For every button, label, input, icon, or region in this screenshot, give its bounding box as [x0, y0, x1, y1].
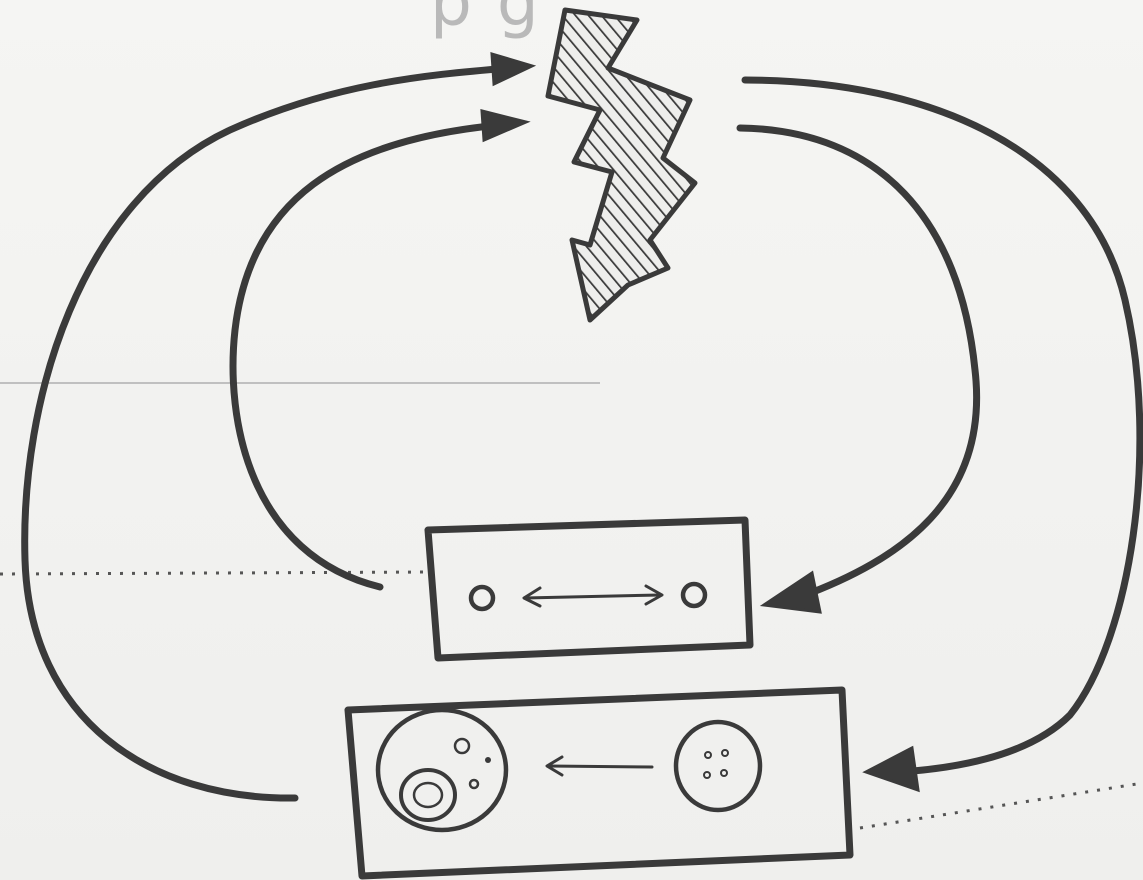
arrow-box-two-points-to-lightning	[229, 109, 531, 591]
box-two-points	[424, 516, 754, 662]
cell-with-dots-icon	[673, 719, 763, 813]
arrow-box-cells-to-lightning	[21, 51, 537, 802]
point-left-icon	[468, 584, 496, 612]
point-right-icon	[680, 581, 708, 609]
slide-title-fragment: p g	[430, 0, 541, 41]
dotted-guide-right	[859, 781, 1143, 830]
double-arrow-icon	[522, 584, 664, 608]
cell-with-nucleus-icon	[375, 707, 509, 833]
box-cells	[344, 686, 854, 880]
arrow-lightning-to-box-two-points	[736, 124, 981, 614]
cell-transition-arrow-icon	[545, 755, 654, 777]
lightning-bolt-icon	[545, 7, 698, 323]
arrow-lightning-to-box-cells	[741, 76, 1143, 793]
dotted-guide-left	[0, 570, 431, 576]
